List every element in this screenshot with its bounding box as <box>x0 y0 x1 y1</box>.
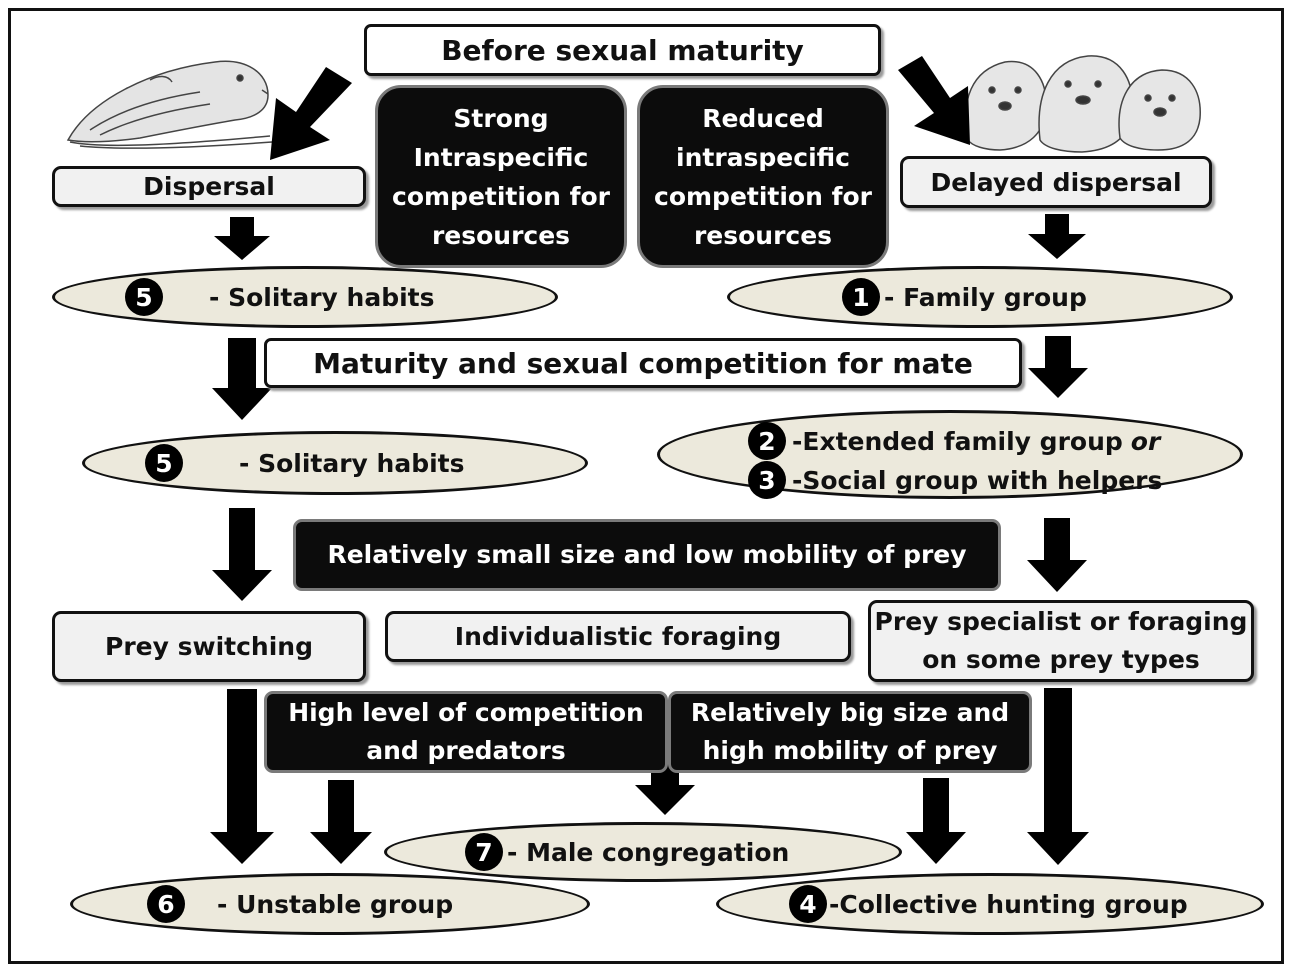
solitary-otter-icon <box>66 60 273 149</box>
arrow-diagonal-left <box>270 67 352 160</box>
arrow-down-delayed <box>1028 214 1086 259</box>
prey-specialist-box: Prey specialist or foraging on some prey… <box>868 600 1254 682</box>
social-group-label: -Social group with helpers <box>792 465 1163 495</box>
number-badge-5: 5 <box>125 278 163 316</box>
extended-family-label: -Extended family group <box>792 426 1123 456</box>
arrow-down-family <box>1028 336 1088 398</box>
solitary-habits-label: - Solitary habits <box>209 282 435 312</box>
solitary-habits-ellipse-1: 5 - Solitary habits <box>52 266 558 328</box>
otter-family-icon <box>964 55 1201 153</box>
solitary-habits-label: - Solitary habits <box>239 448 465 478</box>
number-badge-5: 5 <box>145 444 183 482</box>
strong-competition-box: Strong Intraspecific competition for res… <box>375 85 627 268</box>
big-prey-box: Relatively big size and high mobility of… <box>668 691 1032 773</box>
number-badge-1: 1 <box>842 278 880 316</box>
extended-social-group-ellipse: 2 -Extended family group or 3 -Social gr… <box>657 410 1243 499</box>
unstable-group-ellipse: 6 - Unstable group <box>70 873 590 935</box>
individualistic-foraging-box: Individualistic foraging <box>385 611 851 662</box>
arrow-down-bigprey <box>906 778 966 864</box>
arrow-down-prey-switching <box>210 689 274 864</box>
prey-switching-box: Prey switching <box>52 611 366 682</box>
reduced-competition-box: Reduced intraspecific competition for re… <box>637 85 889 268</box>
collective-hunting-label: -Collective hunting group <box>829 889 1188 919</box>
arrow-down-solitary <box>212 338 272 420</box>
family-group-label: - Family group <box>884 282 1087 312</box>
arrow-diagonal-right <box>898 56 970 145</box>
competition-predators-box: High level of competition and predators <box>264 691 668 773</box>
unstable-group-label: - Unstable group <box>217 889 454 919</box>
or-label: or <box>1130 426 1161 456</box>
dispersal-box: Dispersal <box>52 166 366 207</box>
before-maturity-title: Before sexual maturity <box>364 24 881 76</box>
arrow-down-competition <box>310 780 372 864</box>
arrow-down-dispersal <box>214 217 270 260</box>
male-congregation-label: - Male congregation <box>507 837 790 867</box>
number-badge-3: 3 <box>748 461 786 499</box>
family-group-ellipse: 1 - Family group <box>727 266 1233 328</box>
collective-hunting-ellipse: 4 -Collective hunting group <box>716 873 1264 935</box>
arrow-down-male <box>635 760 695 815</box>
arrow-down-specialist <box>1027 688 1089 865</box>
small-prey-box: Relatively small size and low mobility o… <box>293 519 1001 591</box>
delayed-dispersal-box: Delayed dispersal <box>900 156 1212 208</box>
diagram-frame <box>8 8 1284 964</box>
male-congregation-ellipse: 7 - Male congregation <box>384 822 902 882</box>
solitary-habits-ellipse-2: 5 - Solitary habits <box>82 431 588 495</box>
arrow-down-solitary-2 <box>212 508 272 601</box>
number-badge-6: 6 <box>147 885 185 923</box>
number-badge-4: 4 <box>789 885 827 923</box>
number-badge-2: 2 <box>748 422 786 460</box>
arrow-down-social <box>1027 518 1087 592</box>
number-badge-7: 7 <box>465 833 503 871</box>
maturity-competition-box: Maturity and sexual competition for mate <box>264 338 1022 388</box>
